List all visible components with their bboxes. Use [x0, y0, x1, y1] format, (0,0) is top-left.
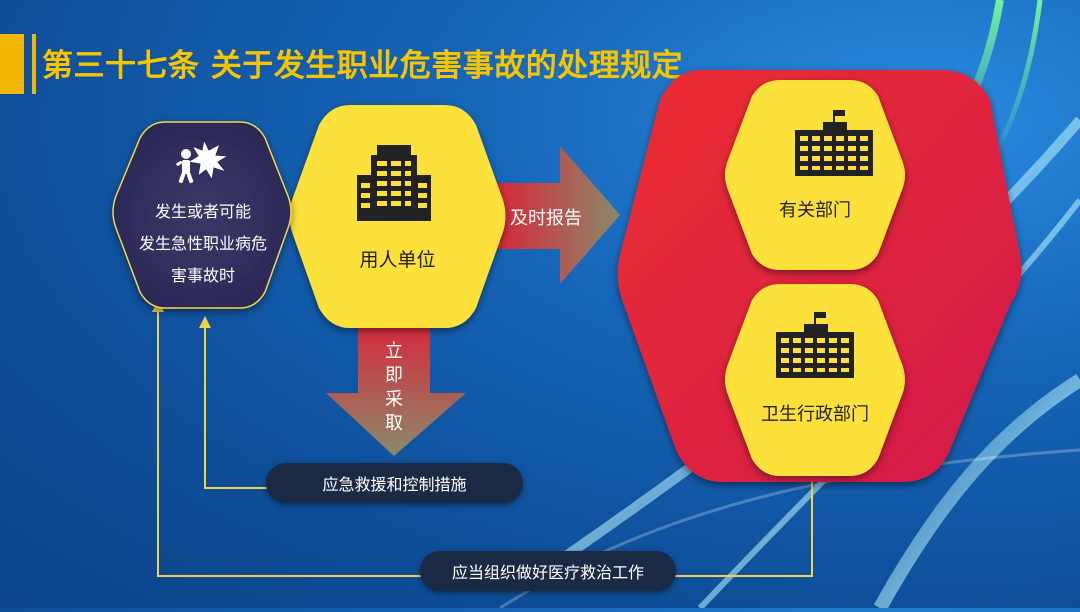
- report-label: 及时报告: [510, 208, 582, 229]
- incident-hexagon: [112, 121, 292, 309]
- office-building-icon: [357, 145, 431, 221]
- title-accent-line: [32, 34, 36, 94]
- page-title: 第三十七条 关于发生职业危害事故的处理规定: [42, 48, 684, 84]
- immediate-action-label: 立 即 采 取: [384, 340, 404, 436]
- immediate-char: 即: [385, 365, 403, 386]
- immediate-action-arrow: [326, 320, 466, 456]
- injured-person-icon: [176, 138, 230, 184]
- title-accent-block: [0, 34, 24, 94]
- medical-treatment-pill: 应当组织做好医疗救治工作: [420, 551, 676, 591]
- connector-arrowhead-right: [199, 316, 211, 328]
- health-admin-hexagon: [725, 284, 905, 476]
- government-building-icon: [776, 312, 854, 378]
- employer-label: 用人单位: [359, 249, 436, 271]
- emergency-measures-pill: 应急救援和控制措施: [266, 463, 523, 503]
- incident-line: 发生急性职业病危: [138, 234, 267, 253]
- health-admin-label: 卫生行政部门: [761, 404, 869, 425]
- report-arrow: [495, 146, 620, 284]
- government-building-icon: [795, 110, 873, 176]
- authority-hexagon: [617, 70, 1022, 482]
- incident-text: 发生或者可能 发生急性职业病危 害事故时: [118, 196, 288, 292]
- immediate-char: 立: [385, 341, 403, 362]
- incident-line: 发生或者可能: [154, 202, 251, 221]
- immediate-char: 采: [385, 389, 403, 410]
- incident-line: 害事故时: [170, 266, 235, 285]
- immediate-char: 取: [385, 413, 403, 434]
- related-dept-label: 有关部门: [779, 200, 851, 221]
